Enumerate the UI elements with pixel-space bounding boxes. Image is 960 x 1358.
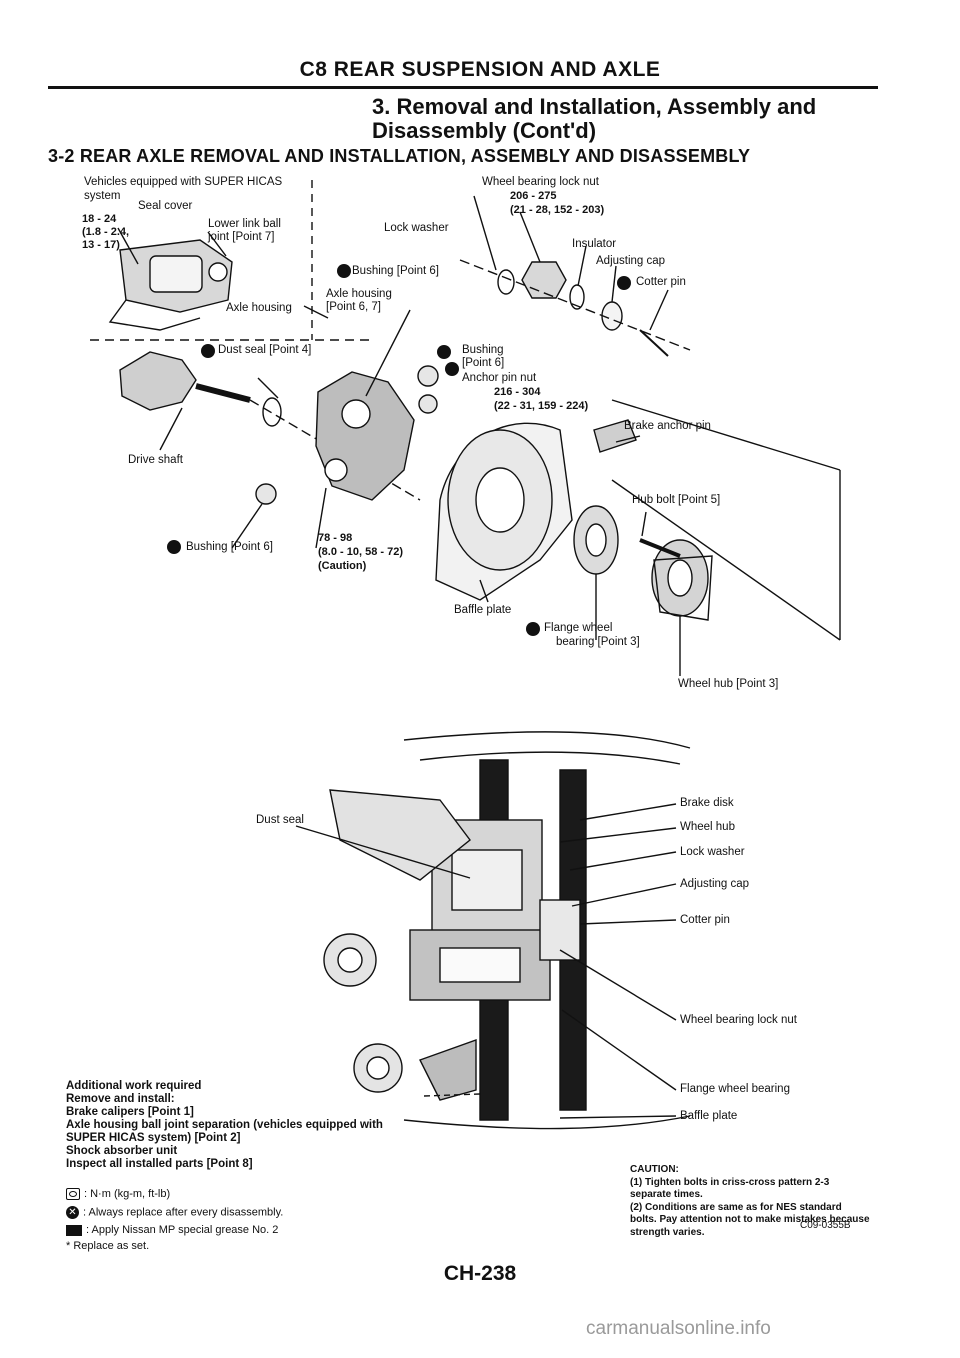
- figure-code: C09-0355B: [800, 1220, 851, 1231]
- label-lock-washer-top: Lock washer: [384, 222, 449, 234]
- additional-work-line6: Shock absorber unit: [66, 1145, 178, 1157]
- label-anchor-pin-nut: Anchor pin nut: [462, 372, 537, 384]
- label-cotter-pin-bottom: Cotter pin: [680, 914, 730, 926]
- section-subtitle-line1: 3. Removal and Installation, Assembly an…: [372, 94, 817, 119]
- section-heading: 3-2 REAR AXLE REMOVAL AND INSTALLATION, …: [48, 146, 751, 166]
- caution-title: CAUTION:: [630, 1164, 679, 1175]
- label-vehicles-super-hicas: Vehicles equipped with SUPER HICAS: [84, 176, 283, 188]
- label-bushing-b-2: [Point 6]: [462, 357, 505, 369]
- label-bushing-b-1: Bushing: [462, 344, 504, 356]
- label-axle-housing-inset: Axle housing: [226, 302, 292, 314]
- label-inset-torque-1: 18 - 24: [82, 213, 117, 225]
- label-lock-washer-bottom: Lock washer: [680, 846, 745, 858]
- header-rule: [48, 86, 878, 89]
- label-insulator: Insulator: [572, 238, 617, 250]
- label-flange-wheel-bearing-2: bearing [Point 3]: [556, 636, 640, 648]
- label-flange-wheel-bearing-bottom: Flange wheel bearing: [680, 1083, 790, 1095]
- section-subtitle-line2: Disassembly (Cont'd): [372, 118, 597, 143]
- label-wheel-hub-bottom: Wheel hub: [680, 821, 735, 833]
- additional-work-line2: Remove and install:: [66, 1093, 175, 1105]
- caution-block: CAUTION: (1) Tighten bolts in criss-cros…: [630, 1164, 870, 1239]
- label-lower-link-ball-2: joint [Point 7]: [208, 231, 275, 243]
- legend-replace-set: * Replace as set.: [66, 1240, 150, 1252]
- page-number: CH-238: [443, 1262, 517, 1285]
- legend-grease: : Apply Nissan MP special grease No. 2: [66, 1224, 278, 1237]
- label-system: system: [84, 190, 121, 202]
- label-inset-torque-3: 13 - 17): [82, 239, 120, 251]
- grease-icon: [66, 1224, 82, 1236]
- replace-x-icon: ✕: [66, 1206, 79, 1219]
- label-brake-anchor-pin: Brake anchor pin: [624, 420, 711, 432]
- label-axle-housing-2: [Point 6, 7]: [326, 301, 381, 313]
- legend-replace-text: : Always replace after every disassembly…: [83, 1206, 284, 1219]
- label-adjusting-cap-bottom: Adjusting cap: [680, 878, 750, 890]
- chapter-title: C8 REAR SUSPENSION AND AXLE: [299, 58, 661, 81]
- caution-item1: (1) Tighten bolts in criss-cross pattern…: [630, 1176, 830, 1201]
- label-anchor-torque-1: 216 - 304: [494, 386, 541, 398]
- label-flange-wheel-bearing-1: Flange wheel: [544, 622, 613, 634]
- watermark: carmanualsonline.info: [586, 1318, 771, 1339]
- additional-work-line4: Axle housing ball joint separation (vehi…: [66, 1119, 383, 1131]
- label-bushing-torque-3: (Caution): [318, 560, 367, 572]
- additional-work-line1: Additional work required: [66, 1080, 202, 1092]
- legend-grease-text: : Apply Nissan MP special grease No. 2: [86, 1224, 279, 1236]
- torque-wrench-icon: [66, 1188, 80, 1201]
- label-inset-torque-2: (1.8 - 2.4,: [82, 226, 130, 238]
- legend-torque: : N·m (kg-m, ft-lb): [66, 1188, 170, 1201]
- legend-torque-text: : N·m (kg-m, ft-lb): [84, 1188, 171, 1200]
- label-drive-shaft: Drive shaft: [128, 454, 183, 466]
- label-dust-seal-point4: Dust seal [Point 4]: [218, 344, 312, 356]
- label-wheel-hub-top: Wheel hub [Point 3]: [678, 678, 779, 690]
- label-axle-housing-1: Axle housing: [326, 288, 392, 300]
- label-baffle-plate-bottom: Baffle plate: [680, 1110, 738, 1122]
- label-anchor-torque-2: (22 - 31, 159 - 224): [494, 400, 589, 412]
- caution-item2: (2) Conditions are same as for NES stand…: [630, 1201, 870, 1238]
- label-wbn-torque-2: (21 - 28, 152 - 203): [510, 204, 605, 216]
- label-adjusting-cap-top: Adjusting cap: [596, 255, 666, 267]
- label-seal-cover: Seal cover: [138, 200, 193, 212]
- label-wbn-torque-1: 206 - 275: [510, 190, 557, 202]
- label-brake-disk: Brake disk: [680, 797, 734, 809]
- label-bushing-point6-c: Bushing [Point 6]: [186, 541, 273, 553]
- legend-replace: ✕ : Always replace after every disassembl…: [66, 1206, 283, 1219]
- label-dust-seal-bottom: Dust seal: [256, 814, 304, 826]
- label-baffle-plate-top: Baffle plate: [454, 604, 512, 616]
- label-hub-bolt: Hub bolt [Point 5]: [632, 494, 721, 506]
- label-lower-link-ball-1: Lower link ball: [208, 218, 281, 230]
- additional-work-line7: Inspect all installed parts [Point 8]: [66, 1158, 253, 1170]
- label-wheel-bearing-lock-nut-bottom: Wheel bearing lock nut: [680, 1014, 797, 1026]
- label-cotter-pin-top: Cotter pin: [636, 276, 686, 288]
- additional-work-line3: Brake calipers [Point 1]: [66, 1106, 194, 1118]
- label-wheel-bearing-lock-nut-top: Wheel bearing lock nut: [482, 176, 599, 188]
- label-bushing-torque-2: (8.0 - 10, 58 - 72): [318, 546, 403, 558]
- label-bushing-torque-1: 78 - 98: [318, 532, 353, 544]
- additional-work-line5: SUPER HICAS system) [Point 2]: [66, 1132, 241, 1144]
- label-bushing-point6-a: Bushing [Point 6]: [352, 265, 439, 277]
